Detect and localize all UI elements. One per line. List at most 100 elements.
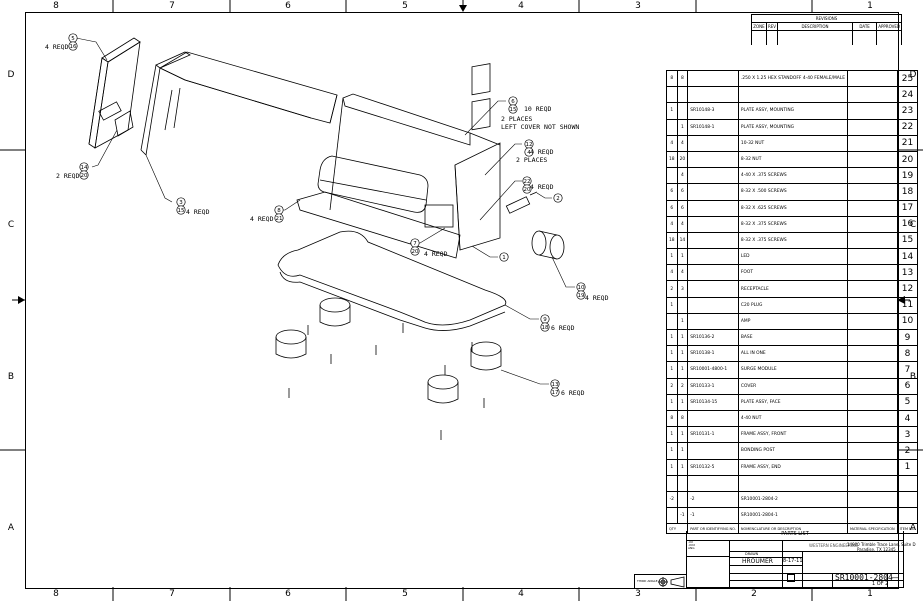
qty-2-cell: 6 [676,183,689,201]
qty-1-cell: 1 [666,296,678,314]
material-cell [847,377,898,395]
qty-2-cell: 1 [676,393,689,411]
qty-1-cell: 18 [666,231,678,250]
part-number-cell: -2 [687,490,739,509]
part-number-cell: SR10148-1 [687,118,739,136]
qty-2-cell [676,102,689,120]
callout-qty: 4 REQD [45,43,69,51]
description-cell: BONDING POST [737,442,849,460]
item-number-cell: 5 [896,393,919,411]
callout-balloon: 17 [550,387,560,397]
rev-header: APPROVED [876,22,902,31]
qty-1-cell: 1 [666,345,678,363]
callout-balloon: 20 [522,184,532,194]
callout-item-number: 8 [277,208,281,214]
callout-qty: 4 REQD [250,215,274,223]
zone-label: 5 [402,589,408,599]
qty-2-cell: 4 [676,264,689,282]
description-cell: PLATE ASSY, MOUNTING [737,118,849,136]
qty-2-cell: 1 [676,345,689,363]
item-number-cell [896,507,919,525]
zone-label: 1 [867,1,873,11]
qty-1-cell [666,86,678,104]
zone-label: 1 [867,589,873,599]
qty-2-cell: 1 [676,426,689,444]
callout-item-number: 3 [179,200,183,206]
callout-balloon: 12 [524,139,534,149]
item-number-cell [896,474,919,492]
callout-item-number: 2 [556,196,560,202]
material-cell [847,264,898,282]
parts-list-header: QTY [665,523,689,535]
qty-1-cell [666,312,678,331]
part-number-cell [687,296,739,314]
material-cell [847,69,898,88]
zone-label: 8 [53,589,59,599]
description-cell: FRAME ASSY, END [737,458,849,476]
callout-balloon: 7 [410,238,420,248]
qty-2-cell: 1 [676,328,689,347]
material-cell [847,442,898,460]
item-number-cell [896,490,919,509]
description-cell: FRAME ASSY, FRONT [737,426,849,444]
callout-qty: 6 REQD [551,324,575,332]
qty-1-cell: 1 [666,248,678,266]
description-cell: 8-32 NUT [737,150,849,169]
qty-1-cell: 1 [666,361,678,379]
part-number-cell [687,183,739,201]
description-cell: 10-32 NUT [737,134,849,152]
material-cell [847,426,898,444]
part-number-cell [687,150,739,169]
part-number-cell [687,167,739,185]
item-number-cell: 23 [896,102,919,120]
item-number-cell: 8 [896,345,919,363]
revision-letter: — [891,573,899,582]
material-cell [847,409,898,428]
material-cell [847,102,898,120]
qty-2-cell: 1 [676,458,689,476]
zone-label: 8 [53,1,59,11]
part-number-cell: SR10148-3 [687,102,739,120]
qty-2-cell: 8 [676,409,689,428]
qty-2-cell: 1 [676,442,689,460]
material-cell [847,312,898,331]
callout-item-number: 13 [552,382,559,388]
description-cell: RECEPTACLE [737,280,849,298]
qty-2-cell [676,86,689,104]
material-cell [847,393,898,411]
callout-item-number: 10 [578,285,585,291]
projection-block: THIRD ANGLE [634,574,687,588]
item-number-cell: 25 [896,69,919,88]
tolerance-line: .XXX [688,543,696,547]
material-cell [847,507,898,525]
qty-1-cell: 2 [666,377,678,395]
part-number-cell [687,134,739,152]
base-plate [277,230,507,331]
callout-qty: 4 REQD [186,208,210,216]
drawn-by: HROUMER [742,558,773,565]
title-block: .XX .XXX ANG DRAWN HROUMER 8-17-11 WESTE… [686,540,916,588]
rev-header: DESCRIPTION [777,22,853,31]
qty-2-cell: 14 [676,231,689,250]
front-frame [140,51,191,156]
parts-list-row [666,474,919,492]
description-cell: 8-32 X .375 SCREWS [737,215,849,233]
description-cell: AMP [737,312,849,331]
revisions-title: REVISIONS [751,14,902,23]
material-cell [847,474,898,492]
material-cell [847,280,898,298]
item-number-cell: 12 [896,280,919,298]
callout-item-number: 20 [524,187,531,193]
